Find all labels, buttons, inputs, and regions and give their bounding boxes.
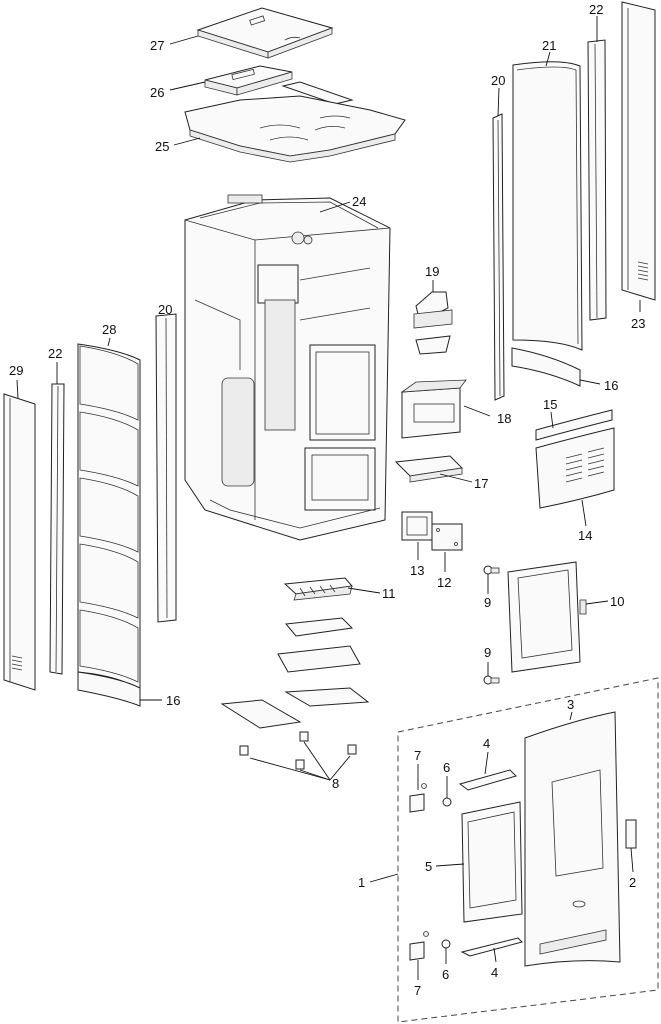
side-panel-21 <box>512 61 583 351</box>
part-label-26: 26 <box>150 85 164 100</box>
hinge-7-top <box>409 783 427 813</box>
part-label-16-right: 16 <box>604 378 618 393</box>
handle-2 <box>625 819 637 849</box>
part-label-25: 25 <box>155 139 169 154</box>
leader-lines <box>16 16 641 980</box>
part-label-5: 5 <box>425 859 432 874</box>
side-rail-20-right <box>492 113 505 401</box>
side-panel-28 <box>77 343 141 691</box>
part-label-8: 8 <box>332 776 339 791</box>
part-label-15: 15 <box>543 397 557 412</box>
part-label-6-bottom: 6 <box>442 967 449 982</box>
part-label-24: 24 <box>352 194 366 209</box>
part-label-18: 18 <box>497 411 511 426</box>
part-label-7-top: 7 <box>414 748 421 763</box>
glass-5 <box>461 801 523 923</box>
upper-trim-15 <box>535 409 613 441</box>
part-label-4-bottom: 4 <box>491 965 498 980</box>
front-panel-3 <box>524 711 621 967</box>
lower-trim-16-left <box>77 671 141 707</box>
feet-8 <box>239 731 357 770</box>
part-label-23: 23 <box>631 316 645 331</box>
door-10 <box>507 561 587 673</box>
grate-11 <box>283 577 353 601</box>
part-label-9-bottom: 9 <box>484 645 491 660</box>
side-panel-29 <box>3 393 36 691</box>
part-label-22-left: 22 <box>48 346 62 361</box>
tray-17 <box>394 455 464 483</box>
lower-trays <box>220 617 370 729</box>
part-label-3: 3 <box>567 697 574 712</box>
screw-9-bottom <box>483 675 500 685</box>
part-label-22-right: 22 <box>589 2 603 17</box>
part-label-6-top: 6 <box>443 760 450 775</box>
side-panel-23 <box>621 1 656 301</box>
part-labels: 27 26 25 24 22 21 20 23 19 18 17 16 15 1… <box>9 2 645 998</box>
ash-box-18 <box>400 379 467 439</box>
top-bracket-26 <box>204 65 354 105</box>
part-label-17: 17 <box>474 476 488 491</box>
part-label-20-left: 20 <box>158 302 172 317</box>
part-label-4-top: 4 <box>483 736 490 751</box>
part-label-12: 12 <box>437 575 451 590</box>
screw-9-top <box>483 565 500 575</box>
lower-trim-16-right <box>511 347 581 387</box>
gasket-13 <box>401 511 433 541</box>
part-label-9-top: 9 <box>484 595 491 610</box>
plate-12 <box>431 523 463 551</box>
brazier-19 <box>413 291 453 355</box>
part-label-10: 10 <box>610 594 624 609</box>
side-trim-22-right <box>587 39 607 321</box>
bracket-4-bottom <box>460 937 523 957</box>
hinge-7-bottom <box>409 931 429 961</box>
side-rail-20-left <box>155 313 177 623</box>
part-label-21: 21 <box>542 38 556 53</box>
part-label-20-right: 20 <box>491 73 505 88</box>
spacer-6-top <box>442 797 452 807</box>
part-label-14: 14 <box>578 528 592 543</box>
top-frame-25 <box>184 95 406 163</box>
part-label-19: 19 <box>425 264 439 279</box>
spacer-6-bottom <box>441 939 451 949</box>
stove-main-body-24 <box>184 194 391 541</box>
part-label-16-left: 16 <box>166 693 180 708</box>
part-label-27: 27 <box>150 38 164 53</box>
part-label-7-bottom: 7 <box>414 983 421 998</box>
bracket-4-top <box>458 769 517 791</box>
part-label-2: 2 <box>629 875 636 890</box>
part-label-29: 29 <box>9 363 23 378</box>
part-label-1: 1 <box>358 875 365 890</box>
part-label-11: 11 <box>382 586 396 601</box>
part-label-13: 13 <box>410 563 424 578</box>
front-grille-14 <box>535 427 615 509</box>
part-label-28: 28 <box>102 322 116 337</box>
side-trim-22-left <box>49 383 65 675</box>
top-cover-27 <box>196 7 334 59</box>
